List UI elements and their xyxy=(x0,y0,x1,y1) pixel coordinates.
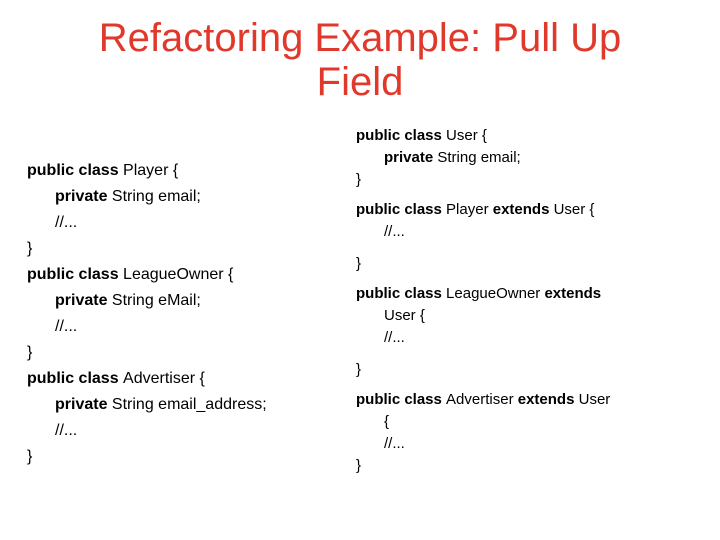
code-text: } xyxy=(27,448,33,465)
code-block: public class Player extends User { //...} xyxy=(356,199,701,275)
code-line: } xyxy=(27,340,347,366)
code-block: public class Advertiser extends User { //.… xyxy=(356,389,701,477)
code-keyword: extends xyxy=(517,391,579,408)
code-line: public class Player { xyxy=(27,158,347,184)
slide-title-line-1: Refactoring Example: Pull Up xyxy=(98,16,622,60)
code-line: private String email_address; xyxy=(27,392,347,418)
code-line: } xyxy=(356,253,701,275)
code-line: } xyxy=(356,455,701,477)
code-line: User { xyxy=(356,305,701,327)
code-line: //... xyxy=(356,433,701,455)
code-line: //... xyxy=(27,314,347,340)
code-text: String email; xyxy=(437,149,521,166)
code-text: User { xyxy=(553,201,595,218)
code-line: public class Advertiser { xyxy=(27,366,347,392)
code-column-right: public class User {private String email;… xyxy=(356,125,701,485)
code-keyword: extends xyxy=(544,285,602,302)
code-text: { xyxy=(384,413,390,430)
code-line: //... xyxy=(27,210,347,236)
code-keyword: private xyxy=(384,149,438,166)
code-line: private String email; xyxy=(27,184,347,210)
code-text: //... xyxy=(55,214,78,231)
slide-title: Refactoring Example: Pull Up Field xyxy=(30,16,690,104)
code-text: Player { xyxy=(123,162,179,179)
code-text: } xyxy=(356,255,362,272)
code-text: String email_address; xyxy=(111,396,267,413)
code-text: //... xyxy=(384,223,405,240)
code-text: LeagueOwner xyxy=(446,285,545,302)
code-text: String eMail; xyxy=(111,292,201,309)
code-line: } xyxy=(27,236,347,262)
code-keyword: private xyxy=(55,292,112,309)
code-text: //... xyxy=(384,329,405,346)
code-text: } xyxy=(356,361,362,378)
code-keyword: private xyxy=(55,188,112,205)
code-line: //... xyxy=(356,327,701,349)
code-text: } xyxy=(27,344,33,361)
code-text: String email; xyxy=(111,188,201,205)
code-text: //... xyxy=(384,435,405,452)
code-keyword: public class xyxy=(356,127,447,144)
code-line: public class Player extends User { xyxy=(356,199,701,221)
code-line: private String email; xyxy=(356,147,701,169)
code-keyword: public class xyxy=(356,391,447,408)
code-line: //... xyxy=(27,418,347,444)
code-keyword: public class xyxy=(27,370,124,387)
code-line: public class LeagueOwner extends xyxy=(356,283,701,305)
code-line: public class Advertiser extends User xyxy=(356,389,701,411)
code-keyword: extends xyxy=(492,201,554,218)
code-text: User { xyxy=(384,307,425,324)
code-line: public class User { xyxy=(356,125,701,147)
code-text: User { xyxy=(446,127,487,144)
code-text: } xyxy=(27,240,33,257)
code-text: LeagueOwner { xyxy=(123,266,234,283)
code-keyword: public class xyxy=(356,285,447,302)
code-line: } xyxy=(356,359,701,381)
code-line: } xyxy=(356,169,701,191)
code-text: Advertiser { xyxy=(123,370,205,387)
code-line: private String eMail; xyxy=(27,288,347,314)
code-line: //... xyxy=(356,221,701,243)
code-text: } xyxy=(356,457,362,474)
code-block: public class Player {private String emai… xyxy=(27,158,347,470)
code-keyword: public class xyxy=(356,201,447,218)
code-text: User xyxy=(578,391,611,408)
code-line: { xyxy=(356,411,701,433)
code-text: //... xyxy=(55,422,78,439)
code-keyword: private xyxy=(55,396,112,413)
code-column-left: public class Player {private String emai… xyxy=(27,158,347,478)
slide-title-line-2: Field xyxy=(316,60,404,104)
code-keyword: public class xyxy=(27,266,124,283)
code-line: public class LeagueOwner { xyxy=(27,262,347,288)
code-text: //... xyxy=(55,318,78,335)
code-text: } xyxy=(356,171,362,188)
code-block: public class User {private String email;… xyxy=(356,125,701,191)
code-text: Player xyxy=(446,201,493,218)
code-line: } xyxy=(27,444,347,470)
code-text: Advertiser xyxy=(446,391,518,408)
code-keyword: public class xyxy=(27,162,124,179)
